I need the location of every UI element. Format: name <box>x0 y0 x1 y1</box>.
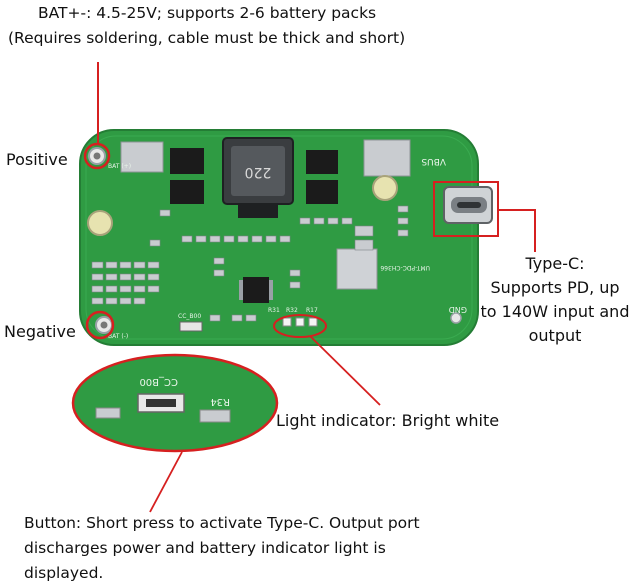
button-note-line3: displayed. <box>24 564 104 582</box>
typec-note-line2: Supports PD, up <box>490 278 620 297</box>
silk-r31: R31 <box>268 307 280 314</box>
silk-gnd: GND <box>449 305 467 314</box>
typec-note-line4: output <box>528 326 582 345</box>
svg-text:R34: R34 <box>210 396 230 407</box>
led-marker <box>273 314 327 338</box>
led-leader <box>309 335 381 406</box>
light-indicator-note: Light indicator: Bright white <box>276 411 500 430</box>
svg-text:CC_B00: CC_B00 <box>139 376 178 387</box>
typec-leader <box>498 209 536 252</box>
mosfet-chip <box>170 148 204 174</box>
capacitor <box>87 210 113 236</box>
button-switch <box>179 321 203 332</box>
button-zoom-inset: CC_B00 R34 <box>73 355 277 451</box>
capacitor <box>372 175 398 201</box>
typec-note-line1: Type-C: <box>525 254 585 273</box>
typec-note-line3: to 140W input and <box>480 302 630 321</box>
led-indicators <box>282 317 318 327</box>
button-leader <box>149 451 183 513</box>
silk-model: UMT-PDC-CH366 <box>380 264 430 271</box>
positive-label: Positive <box>6 150 68 169</box>
negative-marker <box>85 310 115 340</box>
silk-cc: CC_B00 <box>178 313 201 320</box>
negative-label: Negative <box>4 322 76 341</box>
mosfet-chip <box>306 180 338 204</box>
typec-note: Type-C: Supports PD, up to 140W input an… <box>470 252 640 348</box>
controller-ic <box>243 277 269 303</box>
silk-vbus: VBUS <box>421 156 446 166</box>
battery-note-line1: BAT+-: 4.5-25V; supports 2-6 battery pac… <box>38 4 377 22</box>
silk-bat-plus: BAT (+) <box>108 163 131 170</box>
silk-bat-minus: BAT (-) <box>108 333 128 340</box>
mosfet-chip <box>306 150 338 174</box>
button-note-line2: discharges power and battery indicator l… <box>24 539 386 557</box>
smd-components <box>91 205 409 322</box>
inductor-marking: 220 <box>245 164 272 180</box>
mosfet-chip <box>170 180 204 204</box>
battery-note-line2: (Requires soldering, cable must be thick… <box>8 29 406 47</box>
silk-r17: R17 <box>306 307 318 314</box>
button-note-line1: Button: Short press to activate Type-C. … <box>24 514 420 532</box>
button-zoom-frame <box>71 353 279 453</box>
silk-r32: R32 <box>286 307 298 314</box>
